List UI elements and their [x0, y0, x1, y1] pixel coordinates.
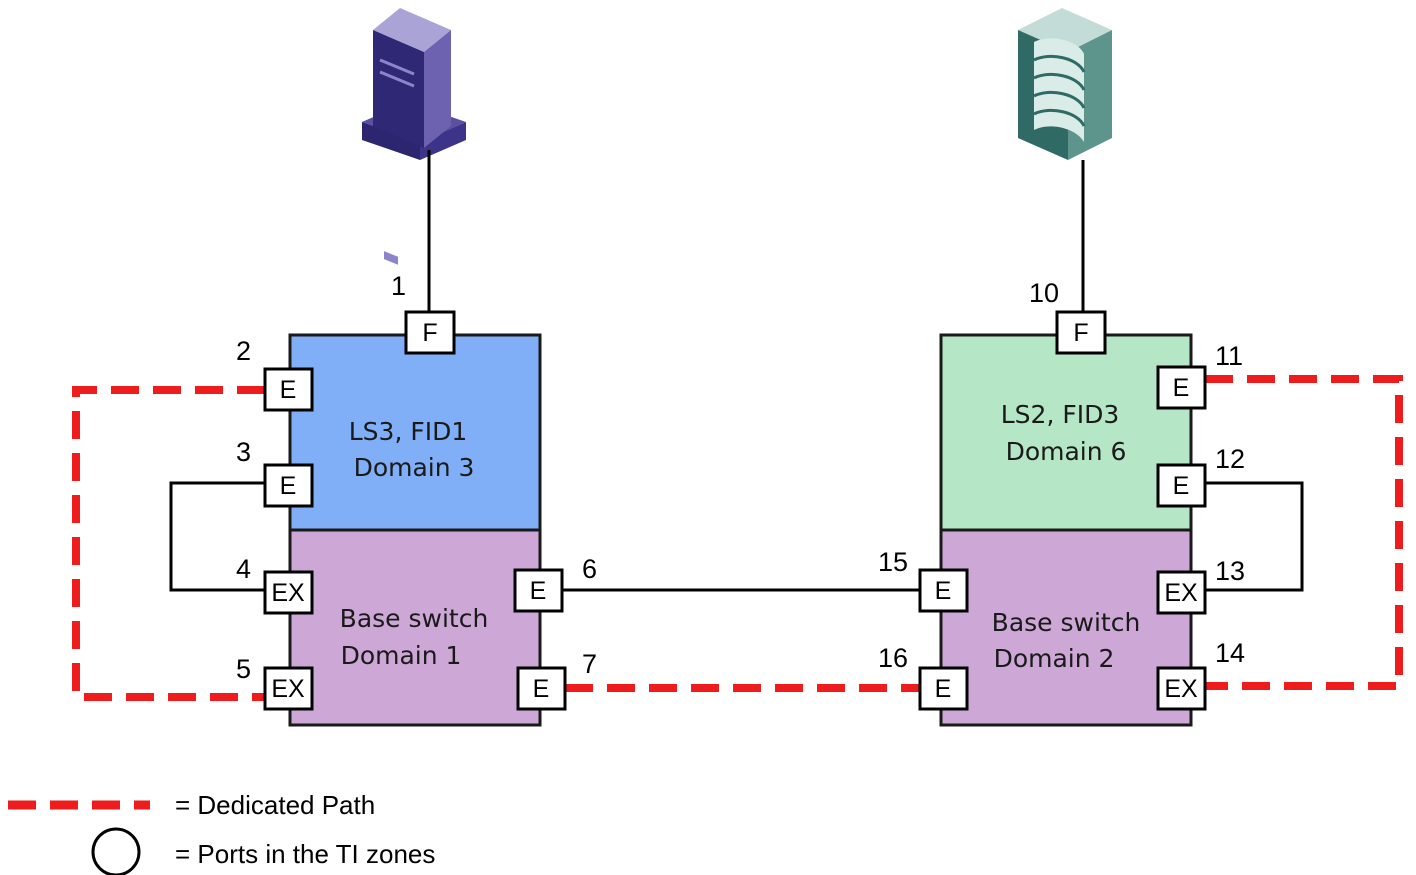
- port-number-2: 2: [236, 336, 251, 366]
- port-number-14: 14: [1215, 638, 1245, 668]
- port-5: EX: [263, 666, 314, 711]
- svg-text:E: E: [280, 376, 297, 404]
- port-number-5: 5: [236, 654, 251, 684]
- port-16: E: [918, 666, 969, 711]
- port-number-16: 16: [878, 643, 908, 673]
- link-3-4: [169, 481, 265, 592]
- server-icon: [362, 8, 466, 265]
- svg-text:E: E: [935, 675, 952, 703]
- port-number-10: 10: [1029, 278, 1059, 308]
- port-14: EX: [1156, 666, 1207, 711]
- svg-text:E: E: [530, 577, 547, 605]
- svg-text:EX: EX: [1164, 675, 1198, 703]
- ls2-domain-label: Domain 6: [1006, 437, 1127, 466]
- port-number-13: 13: [1215, 556, 1245, 586]
- svg-text:E: E: [935, 577, 952, 605]
- ls3-switch: [288, 333, 542, 532]
- port-number-4: 4: [236, 554, 251, 584]
- port-10: F: [1055, 310, 1107, 355]
- port-6: E: [513, 568, 564, 613]
- base-switch-domain1: [288, 528, 542, 727]
- port-1: F: [404, 310, 456, 355]
- base1-label: Base switch: [340, 604, 489, 633]
- ls2-switch: [939, 333, 1193, 532]
- port-2: E: [263, 367, 314, 412]
- port-number-11: 11: [1215, 341, 1243, 371]
- legend-circle-icon: [91, 827, 141, 875]
- ls2-label: LS2, FID3: [1001, 400, 1120, 429]
- port-number-12: 12: [1215, 444, 1245, 474]
- svg-text:EX: EX: [1164, 579, 1198, 607]
- port-number-7: 7: [582, 649, 597, 679]
- svg-text:F: F: [422, 319, 437, 347]
- ls3-domain-label: Domain 3: [354, 453, 475, 482]
- legend: = Dedicated Path = Ports in the TI zones: [8, 790, 435, 875]
- port-11: E: [1156, 365, 1207, 410]
- base1-domain-label: Domain 1: [341, 641, 462, 670]
- svg-text:EX: EX: [271, 675, 305, 703]
- port-number-15: 15: [878, 547, 908, 577]
- port-number-3: 3: [236, 437, 251, 467]
- ls3-label: LS3, FID1: [349, 417, 468, 446]
- port-number-6: 6: [582, 554, 597, 584]
- legend-dedicated-path-label: = Dedicated Path: [175, 790, 375, 820]
- port-12: E: [1156, 463, 1207, 508]
- base2-domain-label: Domain 2: [994, 644, 1115, 673]
- svg-text:E: E: [533, 675, 550, 703]
- dedicated-path: [72, 375, 1403, 701]
- port-3: E: [263, 463, 314, 508]
- port-13: EX: [1156, 570, 1207, 615]
- base2-label: Base switch: [992, 608, 1141, 637]
- svg-text:F: F: [1073, 319, 1088, 347]
- svg-text:EX: EX: [271, 579, 305, 607]
- storage-array-icon: [1018, 8, 1112, 160]
- port-4: EX: [263, 570, 314, 615]
- port-15: E: [918, 568, 969, 613]
- legend-ti-ports-label: = Ports in the TI zones: [175, 839, 435, 869]
- port-7: E: [516, 666, 567, 711]
- link-12-13: [1205, 481, 1304, 592]
- svg-text:E: E: [1173, 472, 1190, 500]
- base-switch-domain2: [939, 528, 1193, 727]
- svg-text:E: E: [280, 472, 297, 500]
- svg-text:E: E: [1173, 374, 1190, 402]
- port-number-1: 1: [391, 271, 406, 301]
